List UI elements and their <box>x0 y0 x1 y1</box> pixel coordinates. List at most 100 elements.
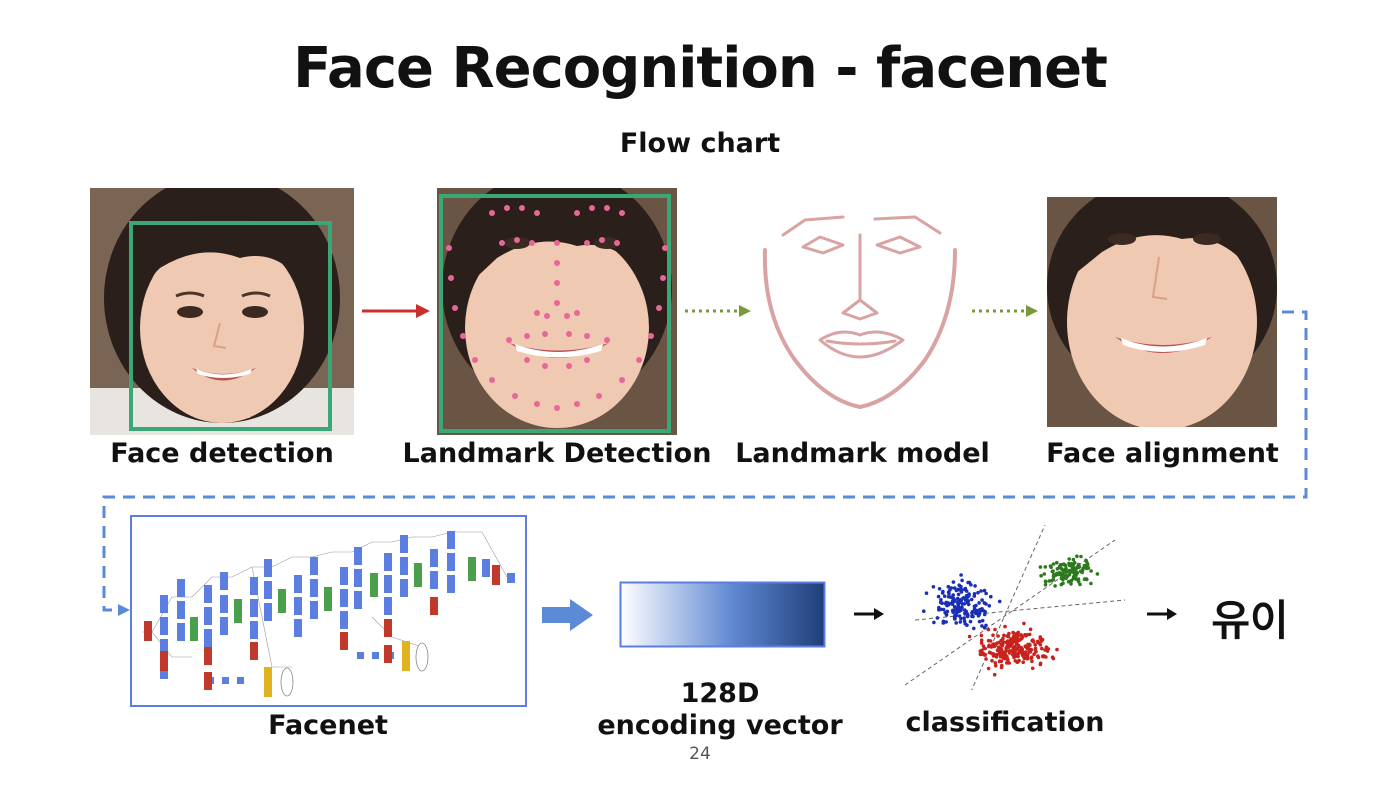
cluster-red-point <box>995 648 1000 653</box>
cluster-red-point <box>992 672 997 677</box>
cluster-green-point <box>1076 579 1081 584</box>
cluster-blue-point <box>980 624 984 628</box>
cluster-blue-point <box>932 620 936 625</box>
cluster-green-point <box>1067 568 1072 573</box>
cluster-red-point <box>1044 645 1049 649</box>
cluster-red-point <box>993 661 998 665</box>
cluster-green-point <box>1072 560 1077 565</box>
cluster-red-point <box>1026 645 1030 649</box>
cluster-blue-point <box>967 593 971 598</box>
cluster-blue-point <box>942 594 947 598</box>
cluster-blue-point <box>963 622 967 626</box>
cluster-red-point <box>1017 648 1021 653</box>
cluster-green-point <box>1062 569 1067 574</box>
cluster-green-point <box>1069 582 1073 586</box>
cluster-blue-point <box>922 609 926 613</box>
cluster-red-point <box>996 634 1000 638</box>
cluster-green-point <box>1051 562 1056 566</box>
cluster-blue-point <box>969 597 974 602</box>
result-label: 유이 <box>1211 596 1289 645</box>
caption-encoding-line1: 128D <box>680 678 760 709</box>
cluster-red-point <box>1024 634 1028 638</box>
cluster-blue-point <box>983 609 987 614</box>
caption-face-alignment: Face alignment <box>1046 438 1279 469</box>
black-arrow-icon <box>854 608 884 620</box>
cluster-green-point <box>1070 562 1074 566</box>
cluster-green-point <box>1059 567 1064 571</box>
cluster-green-point <box>1065 574 1070 578</box>
cluster-green-point <box>1095 572 1100 576</box>
cluster-green-point <box>1038 565 1043 569</box>
cluster-blue-point <box>951 608 956 613</box>
cluster-red-point <box>1033 643 1037 647</box>
cluster-blue-point <box>972 626 976 631</box>
cluster-blue-point <box>939 598 943 602</box>
cluster-blue-point <box>962 619 967 623</box>
cluster-red-point <box>991 633 995 637</box>
cluster-red-point <box>1036 655 1041 660</box>
cluster-blue-point <box>941 619 946 624</box>
cluster-green-point <box>1055 571 1059 576</box>
cluster-green-point <box>1055 560 1059 565</box>
cluster-red-point <box>979 633 984 638</box>
landmark-detection-photo <box>437 188 677 435</box>
caption-facenet: Facenet <box>268 710 388 741</box>
cluster-red-point <box>987 650 992 655</box>
landmark-model-drawing <box>762 215 957 409</box>
cluster-red-point <box>1019 633 1024 638</box>
cluster-red-point <box>986 627 991 632</box>
cluster-blue-point <box>989 594 993 599</box>
cluster-red-point <box>979 641 984 645</box>
cluster-green-point <box>1084 559 1089 564</box>
cluster-green-point <box>1049 565 1053 569</box>
cluster-red-point <box>1051 656 1056 661</box>
cluster-blue-point <box>946 594 951 599</box>
cluster-blue-point <box>950 602 955 607</box>
cluster-red-point <box>998 654 1003 659</box>
cluster-green-point <box>1051 569 1055 573</box>
cluster-blue-point <box>941 607 946 612</box>
cluster-blue-point <box>955 609 959 613</box>
cluster-blue-point <box>951 593 955 597</box>
cluster-blue-point <box>974 603 978 608</box>
cluster-red-point <box>1022 655 1026 659</box>
cluster-red-point <box>1029 655 1034 659</box>
cluster-blue-point <box>977 611 982 615</box>
cluster-red-point <box>990 658 994 663</box>
cluster-red-point <box>1030 659 1034 664</box>
cluster-red-point <box>1038 635 1043 639</box>
cluster-blue-point <box>943 601 948 606</box>
face-alignment-photo <box>1047 197 1277 427</box>
cluster-blue-point <box>945 609 950 614</box>
cluster-green-point <box>1057 564 1062 569</box>
cluster-red-point <box>1034 649 1038 654</box>
cluster-blue-point <box>938 600 943 605</box>
cluster-red-point <box>1041 654 1045 658</box>
cluster-red-point <box>1005 656 1009 660</box>
cluster-blue-point <box>963 611 967 616</box>
cluster-green-point <box>1085 565 1089 569</box>
cluster-red-point <box>1002 633 1006 638</box>
cluster-blue-point <box>977 619 982 624</box>
cluster-blue-point <box>936 594 941 599</box>
cluster-blue-point <box>968 619 973 624</box>
green-dotted-arrow-2-icon <box>972 305 1038 317</box>
cluster-green-point <box>1061 581 1065 585</box>
cluster-red-point <box>1002 654 1006 658</box>
cluster-blue-point <box>960 578 964 583</box>
cluster-blue-point <box>959 573 963 577</box>
cluster-red-point <box>1007 631 1011 636</box>
cluster-blue-point <box>974 608 978 613</box>
cluster-red-point <box>1028 627 1033 632</box>
landmark-detection-illustration <box>437 188 677 435</box>
cluster-blue-point <box>952 615 957 620</box>
cluster-blue-point <box>954 621 958 625</box>
cluster-blue-point <box>984 591 988 596</box>
face-alignment-illustration <box>1047 197 1277 427</box>
cluster-red-point <box>1011 652 1015 657</box>
caption-landmark-detection: Landmark Detection <box>402 438 712 469</box>
cluster-red-point <box>1029 647 1034 652</box>
cluster-red-point <box>1035 639 1040 644</box>
cluster-blue-point <box>977 601 981 605</box>
